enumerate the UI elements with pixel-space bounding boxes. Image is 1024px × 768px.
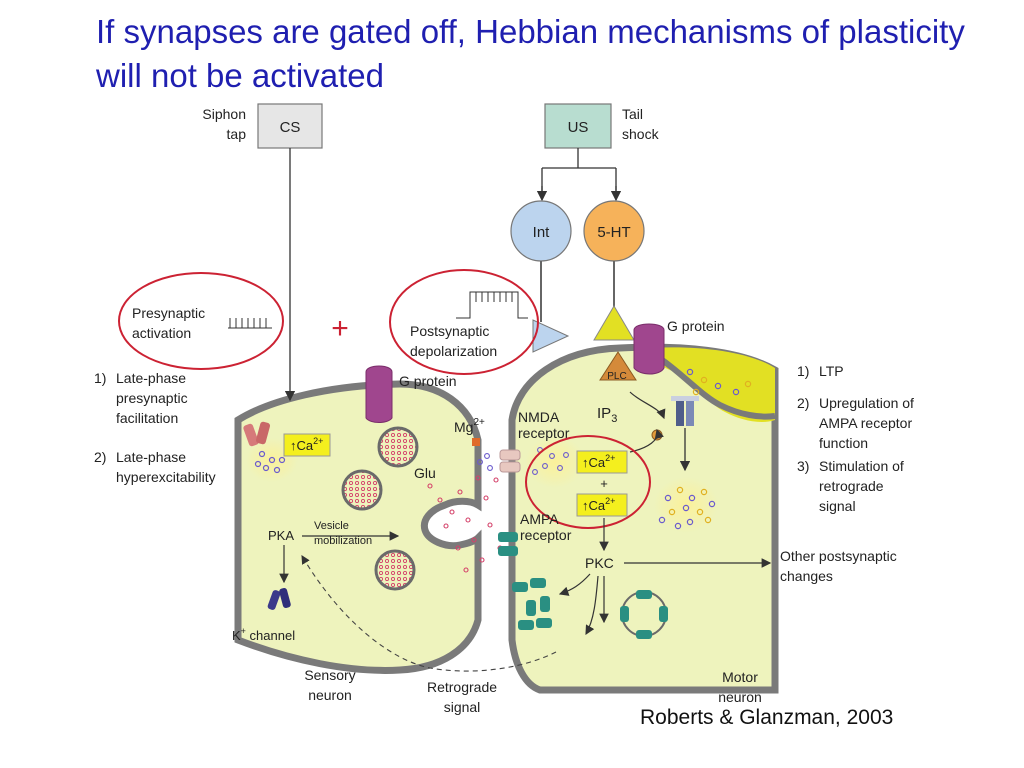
svg-text:3): 3): [797, 458, 809, 474]
svg-text:presynaptic: presynaptic: [116, 390, 188, 406]
presyn-activation-ellipse: [118, 272, 284, 370]
svg-text:function: function: [819, 435, 868, 451]
pka-label: PKA: [268, 528, 294, 543]
presyn-activation-line1: Presynaptic: [132, 305, 205, 321]
citation: Roberts & Glanzman, 2003: [640, 706, 894, 729]
nmda-line2: receptor: [518, 425, 570, 441]
motor-neuron-line2: neuron: [718, 689, 762, 705]
int-terminal: [532, 319, 570, 353]
g-protein-right-icon: [633, 323, 665, 375]
postsyn-depol-trace: [456, 291, 528, 319]
pkc-label: PKC: [585, 555, 614, 571]
ampa-vesicle-cluster: [620, 590, 668, 639]
ampa-line2: receptor: [520, 527, 572, 543]
tail-shock-line2: shock: [622, 126, 660, 142]
glu-label: Glu: [414, 465, 436, 481]
internal-store-dots: [658, 368, 752, 530]
nmda-receptor-icon: [499, 449, 521, 473]
svg-text:Stimulation of: Stimulation of: [819, 458, 904, 474]
cs-label: CS: [280, 119, 301, 136]
presyn-calcium-channel: [243, 421, 271, 447]
retrograde-line1: Retrograde: [427, 679, 497, 695]
svg-text:AMPA receptor: AMPA receptor: [819, 415, 912, 431]
ca-box-postsynaptic-bottom: ↑Ca2+: [576, 493, 628, 517]
svg-text:Late-phase: Late-phase: [116, 449, 186, 465]
svg-text:2): 2): [94, 449, 106, 465]
svg-text:↑Ca2+: ↑Ca2+: [290, 436, 323, 453]
ht-terminal: [593, 305, 635, 341]
postsyn-ca-ellipse: [525, 435, 651, 529]
sensory-neuron-line2: neuron: [308, 687, 352, 703]
int-label: Int: [533, 224, 551, 241]
svg-text:1): 1): [797, 363, 809, 379]
plc-label: PLC: [607, 371, 626, 382]
vesicles: [341, 426, 419, 591]
other-postsyn-line1: Other postsynaptic: [780, 548, 897, 564]
presyn-spike-train: [228, 318, 272, 329]
g-protein-left-label: G protein: [399, 373, 457, 389]
ca-box-postsynaptic-top: ↑Ca2+: [576, 450, 628, 474]
postsyn-depol-ellipse: [389, 269, 539, 375]
ip3-label: IP3: [597, 405, 617, 425]
ampa-line1: AMPA: [520, 511, 559, 527]
us-box: [544, 103, 612, 149]
mg-label: Mg2+: [454, 417, 485, 435]
svg-text:Upregulation of: Upregulation of: [819, 395, 914, 411]
right-outcome-list: 1) LTP 2) Upregulation of AMPA receptor …: [797, 363, 914, 514]
vesicle-mob-line2: mobilization: [314, 535, 372, 547]
ip3-receptor-icon: [671, 396, 699, 426]
svg-text:retrograde: retrograde: [819, 478, 884, 494]
tail-shock-line1: Tail: [622, 106, 643, 122]
postsynaptic-yellow-region: [650, 347, 775, 423]
presyn-ca-dots: [254, 450, 286, 474]
sensory-neuron-line1: Sensory: [304, 667, 355, 683]
svg-text:LTP: LTP: [819, 363, 844, 379]
g-protein-left-icon: [365, 365, 393, 423]
svg-text:hyperexcitability: hyperexcitability: [116, 469, 216, 485]
mg-block-icon: [472, 438, 480, 446]
g-protein-right-label: G protein: [667, 318, 725, 334]
svg-text:Late-phase: Late-phase: [116, 370, 186, 386]
siphon-tap-line2: tap: [227, 126, 247, 142]
svg-text:↑Ca2+: ↑Ca2+: [582, 496, 615, 513]
motor-neuron-dendrite: [508, 343, 779, 694]
slide-title: If synapses are gated off, Hebbian mecha…: [96, 13, 965, 94]
svg-text:1): 1): [94, 370, 106, 386]
vesicle-mob-line1: Vesicle: [314, 520, 349, 532]
postsyn-depol-line1: Postsynaptic: [410, 323, 489, 339]
k-channel-icon: [267, 587, 291, 610]
svg-text:↑Ca2+: ↑Ca2+: [582, 453, 615, 470]
ampa-cluster-membrane: [512, 578, 552, 630]
ht-label: 5-HT: [597, 224, 630, 241]
siphon-tap-line1: Siphon: [202, 106, 246, 122]
retrograde-line2: signal: [444, 699, 481, 715]
presyn-activation-line2: activation: [132, 325, 191, 341]
retrograde-arrow: [301, 555, 557, 672]
svg-text:2): 2): [797, 395, 809, 411]
svg-text:facilitation: facilitation: [116, 410, 178, 426]
svg-text:signal: signal: [819, 498, 856, 514]
us-label: US: [568, 119, 589, 136]
left-outcome-list: 1) Late-phase presynaptic facilitation 2…: [94, 370, 216, 485]
plc-icon: [599, 351, 637, 381]
postsyn-depol-line2: depolarization: [410, 343, 497, 359]
ca-plus: +: [600, 476, 608, 491]
motor-neuron-line1: Motor: [722, 669, 758, 685]
k-channel-label: K+ channel: [232, 626, 295, 643]
other-postsyn-line2: changes: [780, 568, 833, 584]
ampa-receptor-icon: [498, 532, 518, 556]
glutamate-dots: [427, 475, 503, 573]
nmda-line1: NMDA: [518, 409, 560, 425]
ca-box-presynaptic: ↑Ca2+: [283, 433, 331, 457]
plus-sign: +: [331, 312, 349, 345]
